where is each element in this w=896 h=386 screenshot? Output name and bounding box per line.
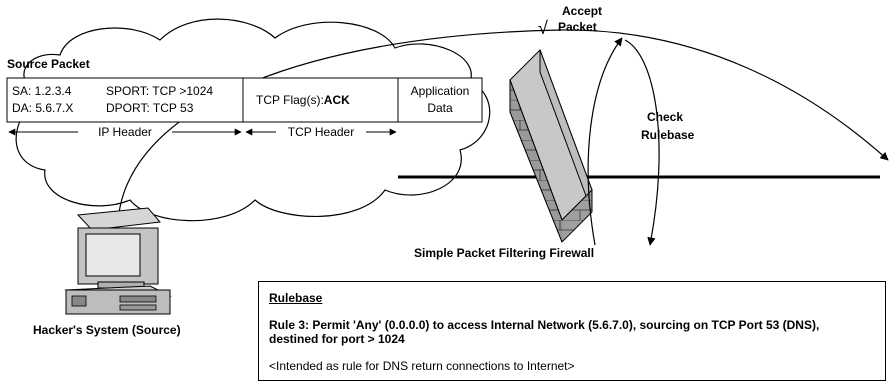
packet-path-arc [117,29,889,239]
rulebase-title: Rulebase [269,291,323,305]
rulebase-rule: Rule 3: Permit 'Any' (0.0.0.0) to access… [269,318,820,346]
check-rulebase-arrow [624,39,660,246]
tcp-header-label: TCP Header [288,125,354,139]
hacker-system-label: Hacker's System (Source) [33,323,181,337]
rulebase-box: Rulebase Rule 3: Permit 'Any' (0.0.0.0) … [258,281,886,381]
source-port: SPORT: TCP >1024 [106,84,213,98]
accept-label-line2: Packet [558,20,597,34]
check-label-line2: Rulebase [641,128,695,142]
accept-label-line1: Accept [562,4,602,18]
packet-box [6,77,483,123]
ip-header-label: IP Header [98,125,152,139]
tcp-flag-label: TCP Flag(s):ACK [256,93,350,107]
destination-port: DPORT: TCP 53 [106,101,194,115]
source-packet-title: Source Packet [7,57,90,71]
rulebase-note: <Intended as rule for DNS return connect… [269,359,575,373]
application-data-line2: Data [427,101,453,115]
source-address: SA: 1.2.3.4 [12,84,72,98]
application-data-line1: Application [411,84,470,98]
hacker-computer-icon [64,207,172,315]
firewall-label: Simple Packet Filtering Firewall [414,246,594,260]
accept-arrow [587,37,623,246]
check-label-line1: Check [647,110,683,124]
accept-check-mark: √ [538,18,548,38]
destination-address: DA: 5.6.7.X [12,101,73,115]
firewall-wall [509,49,593,243]
